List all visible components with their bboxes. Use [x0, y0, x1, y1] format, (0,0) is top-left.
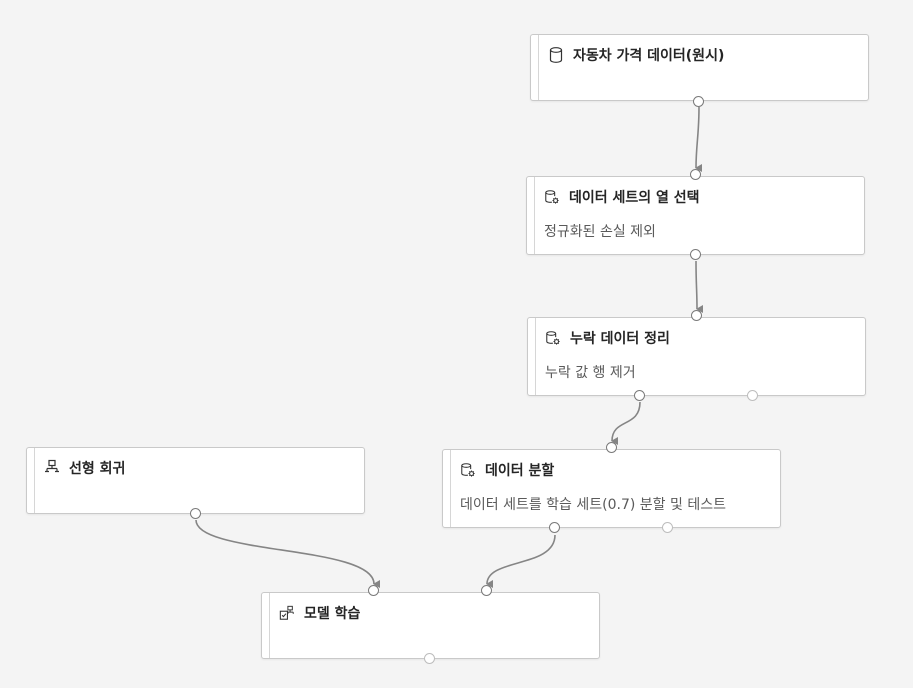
input-port-dataset[interactable] — [481, 585, 492, 596]
dataset-gear-icon — [544, 188, 560, 206]
input-port[interactable] — [691, 310, 702, 321]
node-title: 데이터 세트의 열 선택 — [569, 190, 700, 206]
output-port-training-set[interactable] — [549, 522, 560, 533]
edge-clean-to-split[interactable] — [611, 401, 641, 446]
node-train-model[interactable]: 모델 학습 — [261, 592, 600, 659]
node-title: 선형 회귀 — [69, 461, 126, 477]
train-model-icon — [279, 604, 295, 622]
edge-split-to-train[interactable] — [486, 534, 556, 589]
node-split-data[interactable]: 데이터 분할 데이터 세트를 학습 세트(0.7) 분할 및 테스트 — [442, 449, 781, 528]
output-port[interactable] — [190, 508, 201, 519]
input-port[interactable] — [690, 169, 701, 180]
input-port-untrained-model[interactable] — [368, 585, 379, 596]
output-port-test-set[interactable] — [662, 522, 673, 533]
node-subtitle: 누락 값 행 제거 — [545, 365, 636, 381]
output-port-cleaning-transform[interactable] — [747, 390, 758, 401]
node-title: 누락 데이터 정리 — [570, 331, 670, 347]
edge-raw-to-select[interactable] — [695, 106, 703, 173]
edge-select-to-clean[interactable] — [695, 260, 704, 313]
database-icon — [548, 46, 564, 64]
input-port[interactable] — [606, 442, 617, 453]
output-port[interactable] — [424, 653, 435, 664]
edge-regression-to-train[interactable] — [195, 519, 381, 588]
output-port-cleaned[interactable] — [634, 390, 645, 401]
dataset-gear-icon — [545, 329, 561, 347]
node-subtitle: 데이터 세트를 학습 세트(0.7) 분할 및 테스트 — [460, 497, 726, 513]
node-select-columns[interactable]: 데이터 세트의 열 선택 정규화된 손실 제외 — [526, 176, 865, 255]
output-port[interactable] — [690, 249, 701, 260]
node-raw-data[interactable]: 자동차 가격 데이터(원시) — [530, 34, 869, 101]
dataset-gear-icon — [460, 461, 476, 479]
node-title: 자동차 가격 데이터(원시) — [573, 48, 725, 64]
node-title: 데이터 분할 — [485, 463, 555, 479]
hierarchy-icon — [44, 459, 60, 477]
node-title: 모델 학습 — [304, 606, 361, 622]
node-linear-regression[interactable]: 선형 회귀 — [26, 447, 365, 514]
node-subtitle: 정규화된 손실 제외 — [544, 224, 656, 240]
node-clean-missing-data[interactable]: 누락 데이터 정리 누락 값 행 제거 — [527, 317, 866, 396]
output-port[interactable] — [693, 96, 704, 107]
